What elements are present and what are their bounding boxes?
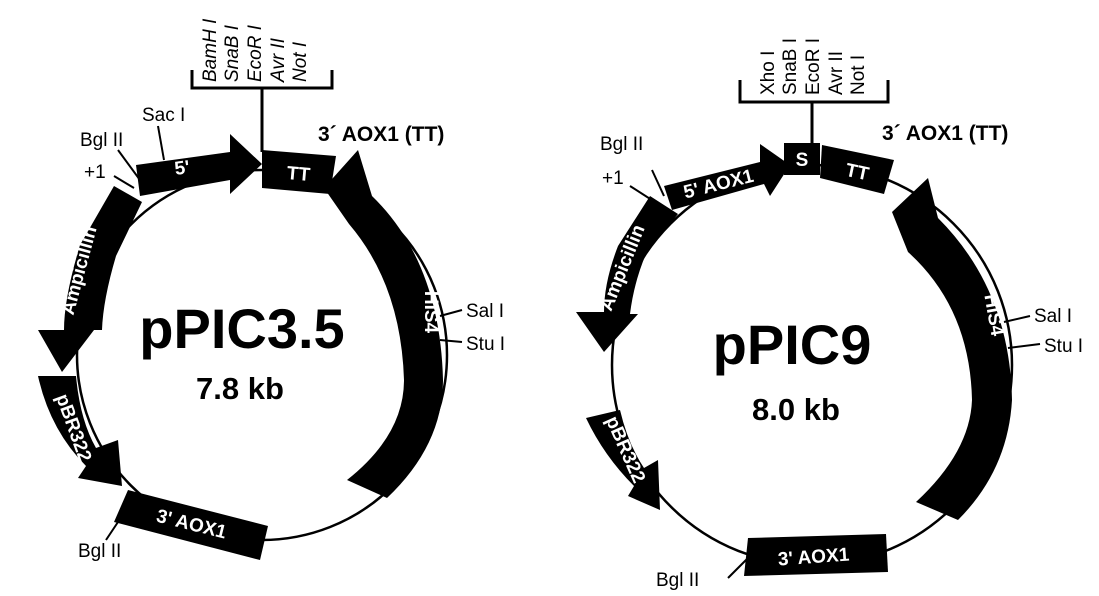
site-stu-i: Stu I: [466, 334, 505, 355]
segment-5-aox1: [136, 134, 262, 196]
site-sac-i: Sac I: [142, 105, 185, 126]
plasmid-size: 7.8 kb: [196, 371, 284, 406]
site-tick: [651, 169, 665, 197]
segment-s-label: S: [796, 150, 809, 171]
site-tick: [629, 185, 659, 205]
segment-pbr322: [38, 376, 122, 486]
terminator-label: 3´ AOX1 (TT): [882, 122, 1008, 145]
mcs-site: SnaB I: [780, 38, 801, 95]
segment-5-aox1: [664, 144, 790, 210]
segment-his4: [892, 178, 1012, 520]
plasmid-name: pPIC3.5: [139, 297, 344, 360]
site-tick: [1007, 343, 1041, 349]
site-sal-i: Sal I: [1034, 306, 1072, 327]
segment-ampicillin: [576, 196, 678, 352]
segment-pbr322: [586, 410, 660, 510]
plasmid-size: 8.0 kb: [752, 392, 840, 427]
segment-5-aox1-label: 5' AOX1: [681, 166, 756, 204]
segment-3-aox1: [114, 490, 268, 560]
site-tick: [1003, 315, 1031, 323]
mcs-site: Xho I: [758, 51, 779, 95]
mcs-site: Avr II: [268, 37, 289, 83]
mcs-site: SnaB I: [222, 24, 243, 82]
site-tick: [105, 521, 119, 541]
segment-tt: [262, 150, 336, 194]
site-tick: [117, 149, 141, 181]
mcs-sites: BamH I SnaB I EcoR I Avr II Not I: [200, 18, 311, 83]
site-plus1: +1: [602, 168, 624, 189]
mcs-site: EcoR I: [245, 24, 266, 82]
site-tick: [157, 125, 165, 161]
mcs-site: BamH I: [200, 18, 221, 82]
site-bgl-ii-bottom: Bgl II: [656, 570, 699, 591]
site-tick: [439, 309, 463, 317]
segment-ampicillin: [38, 186, 142, 372]
segment-tt: [820, 145, 894, 194]
mcs-site: EcoR I: [803, 38, 824, 95]
mcs-bracket: [738, 80, 890, 143]
segment-3-aox1-label: 3' AOX1: [777, 545, 850, 571]
site-tick: [439, 339, 463, 343]
plasmid-map-ppic9: 5' AOX1 S TT HIS4 Ampicillin pBR322 3' A…: [576, 38, 1083, 591]
mcs-site: Avr II: [826, 51, 847, 95]
mcs-site: Not I: [848, 55, 869, 95]
site-bgl-ii-bottom: Bgl II: [78, 541, 121, 562]
site-sal-i: Sal I: [466, 301, 504, 322]
plasmid-map-ppic35: 5' TT HIS4 Ampicillin pBR322 3' AOX1 Bam…: [38, 18, 505, 562]
segment-5-label: 5': [173, 157, 191, 180]
terminator-label: 3´ AOX1 (TT): [318, 123, 444, 146]
site-bgl-ii-top: Bgl II: [600, 134, 643, 155]
plasmid-name: pPIC9: [713, 313, 872, 376]
site-bgl-ii-top: Bgl II: [80, 130, 123, 151]
site-stu-i: Stu I: [1044, 336, 1083, 357]
segment-his4-label: HIS4: [420, 291, 441, 334]
site-tick: [113, 175, 135, 189]
segment-tt-label: TT: [286, 163, 311, 186]
segment-tt-label: TT: [844, 160, 871, 185]
site-plus1: +1: [84, 162, 106, 183]
site-tick: [727, 557, 749, 579]
segment-his4: [324, 150, 443, 498]
mcs-sites: Xho I SnaB I EcoR I Avr II Not I: [758, 38, 869, 95]
segment-signal: [784, 143, 820, 175]
mcs-bracket: [190, 70, 334, 152]
segment-3-aox1: [744, 534, 888, 576]
mcs-site: Not I: [290, 41, 311, 82]
